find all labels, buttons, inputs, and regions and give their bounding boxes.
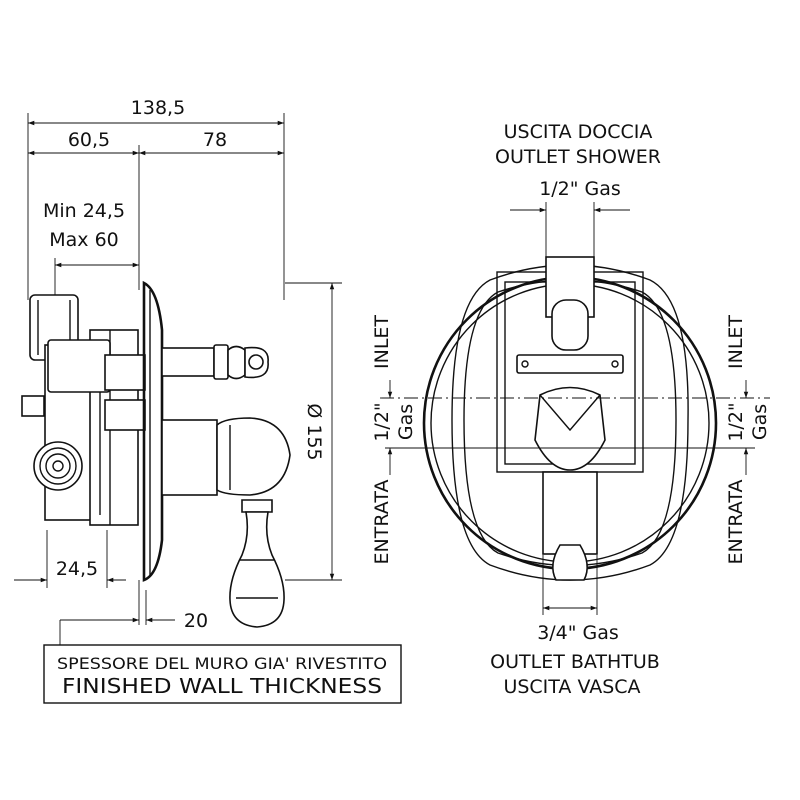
right-inlet-english: INLET bbox=[725, 315, 747, 369]
outlet-shower-english: OUTLET SHOWER bbox=[495, 146, 661, 168]
dim-front-depth: 78 bbox=[203, 129, 227, 151]
diverter-bar bbox=[516, 354, 624, 374]
outlet-shower-italian: USCITA DOCCIA bbox=[504, 121, 653, 143]
dim-body-depth: 60,5 bbox=[68, 129, 110, 151]
diverter-handle bbox=[161, 344, 269, 380]
dim-plate-offset: 20 bbox=[184, 610, 208, 632]
right-inlet-gas: Gas bbox=[749, 404, 771, 440]
front-view: USCITA DOCCIA OUTLET SHOWER 1/2" Gas bbox=[371, 121, 771, 698]
cover-plate bbox=[142, 280, 164, 582]
top-dimension-lines bbox=[27, 113, 285, 300]
dim-plate-diameter: Ø 155 bbox=[303, 403, 325, 460]
bathtub-outlet bbox=[542, 471, 598, 555]
left-inlet-size: 1/2" bbox=[371, 402, 393, 441]
valve-body bbox=[21, 294, 146, 526]
bathtub-size: 3/4" Gas bbox=[537, 622, 619, 644]
right-inlet-size: 1/2" bbox=[725, 402, 747, 441]
dim-bottom-offset: 24,5 bbox=[56, 558, 98, 580]
dim-wall-max: Max 60 bbox=[49, 229, 119, 251]
shower-size: 1/2" Gas bbox=[539, 178, 621, 200]
outlet-bathtub-english: OUTLET BATHTUB bbox=[490, 651, 660, 673]
dim-overall-depth: 138,5 bbox=[131, 97, 185, 119]
wall-note-english: FINISHED WALL THICKNESS bbox=[62, 674, 382, 698]
right-inlet-italian: ENTRATA bbox=[725, 480, 747, 565]
left-inlet-italian: ENTRATA bbox=[371, 480, 393, 565]
wall-note-box bbox=[43, 644, 402, 704]
left-inlet-english: INLET bbox=[371, 315, 393, 369]
left-inlet-gas: Gas bbox=[395, 404, 417, 440]
mixer-handle bbox=[161, 417, 291, 628]
side-view: 138,5 60,5 78 Min 24,5 Max 60 bbox=[14, 97, 402, 704]
mixer-knob-front bbox=[534, 386, 606, 471]
dim-wall-min: Min 24,5 bbox=[43, 200, 125, 222]
wall-note-italian: SPESSORE DEL MURO GIA' RIVESTITO bbox=[57, 654, 387, 673]
outlet-bathtub-italian: USCITA VASCA bbox=[503, 676, 640, 698]
